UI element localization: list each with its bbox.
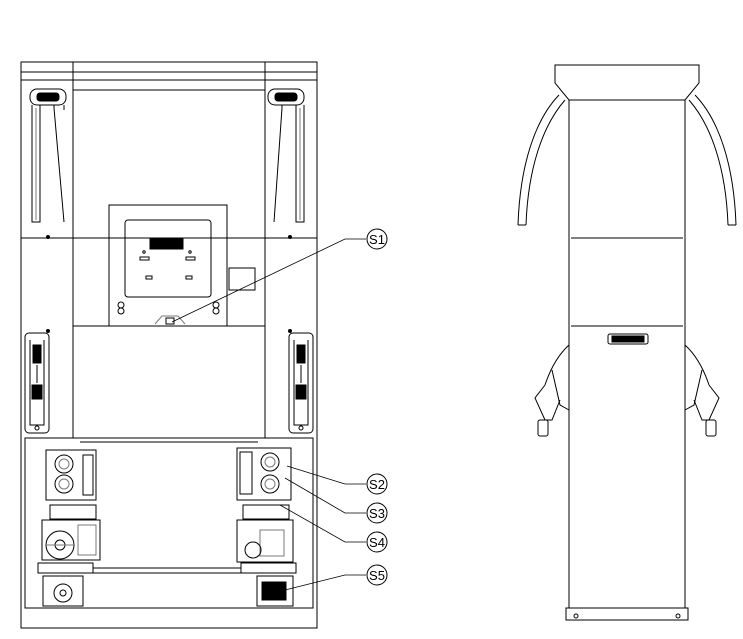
side-column [568,99,686,609]
callout-s3: S3 [366,502,388,524]
left-side-nozzle [534,344,570,437]
front-outer-frame [20,61,318,629]
callout-s1-label: S1 [369,232,385,247]
side-canopy [554,64,700,101]
left-meter-stack [41,449,101,607]
left-upper-hose-holder [29,88,67,223]
leader-lines [171,238,366,591]
left-nozzle-holder [24,332,50,434]
callout-s5: S5 [366,564,388,586]
leader-s3 [284,477,366,514]
side-view [517,64,737,621]
right-upper-hose-holder [267,88,305,223]
callout-s4-label: S4 [369,535,385,550]
callout-s4: S4 [366,531,388,553]
side-display-window [607,333,649,345]
right-meter-stack [236,447,294,607]
callout-s2-label: S2 [369,477,385,492]
leader-s2 [286,465,366,485]
callout-s1: S1 [366,228,388,250]
callout-s3-label: S3 [369,506,385,521]
hydraulic-compartment [24,437,314,609]
side-base [565,607,689,621]
callout-s5-label: S5 [369,568,385,583]
right-hose-curve [688,94,737,226]
left-hose-curve [517,94,566,226]
leader-s1 [171,238,366,323]
front-view [20,61,318,629]
callout-s2: S2 [366,473,388,495]
leader-s4 [279,504,366,543]
display-head [72,204,266,327]
leader-s5 [284,574,366,591]
right-side-nozzle [684,344,720,437]
right-nozzle-holder [288,332,314,434]
